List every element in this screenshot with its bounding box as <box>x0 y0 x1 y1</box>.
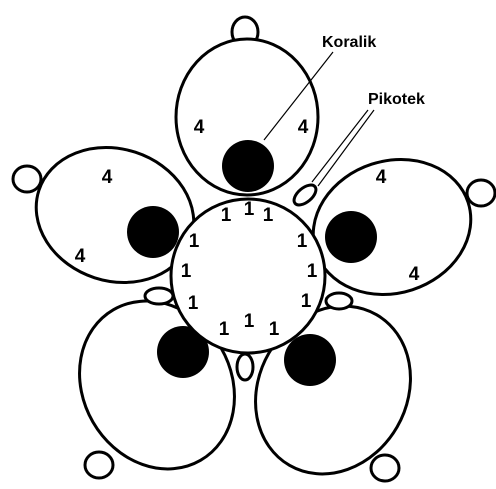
ring-number: 1 <box>219 319 230 340</box>
center-ring-numbers: 1 1 1 1 1 1 1 1 1 1 1 1 <box>181 199 318 340</box>
picot-left <box>11 164 43 194</box>
bead-bottom-left <box>157 326 209 378</box>
bead-right <box>325 211 377 263</box>
ring-number: 1 <box>269 319 280 340</box>
ring-number: 1 <box>244 311 255 332</box>
callout-leaders <box>263 51 375 187</box>
petal-number-top-left: 4 <box>194 117 205 138</box>
picot-join-bottom <box>235 352 255 382</box>
leader-line-picot <box>311 109 369 183</box>
petal-number-right-lower: 4 <box>409 264 420 285</box>
picot-right <box>465 178 496 208</box>
ring-number: 1 <box>263 205 274 226</box>
label-bead: Koralik <box>322 34 376 51</box>
ring-number: 1 <box>189 231 200 252</box>
ring-number: 1 <box>244 199 255 220</box>
ring-number: 1 <box>181 261 192 282</box>
ring-number: 1 <box>307 261 318 282</box>
picot-join-right <box>324 291 354 311</box>
picot-bottom-right <box>369 453 401 483</box>
ring-number: 1 <box>188 293 199 314</box>
picot-bottom-left <box>83 450 115 480</box>
petal-number-left-upper: 4 <box>102 167 113 188</box>
picot-join-top-right <box>292 183 318 207</box>
bead-left <box>127 206 179 258</box>
bead-top <box>222 140 274 192</box>
label-picot: Pikotek <box>368 91 425 108</box>
leader-line-picot-2 <box>317 109 375 187</box>
petal-top <box>174 37 320 197</box>
leader-line-bead <box>263 51 334 141</box>
ring-number: 1 <box>297 231 308 252</box>
petal-number-top-right: 4 <box>298 117 309 138</box>
petal-numbers: 4 4 4 4 4 4 <box>75 117 420 285</box>
tip-picots <box>11 15 496 483</box>
center-ring <box>169 197 327 355</box>
beads <box>127 140 377 386</box>
ring-number: 1 <box>221 205 232 226</box>
petal-number-left-lower: 4 <box>75 246 86 267</box>
picot-join-left <box>143 286 175 306</box>
ring-number: 1 <box>301 291 312 312</box>
bead-bottom-right <box>284 334 336 386</box>
petal-number-right-upper: 4 <box>376 167 387 188</box>
